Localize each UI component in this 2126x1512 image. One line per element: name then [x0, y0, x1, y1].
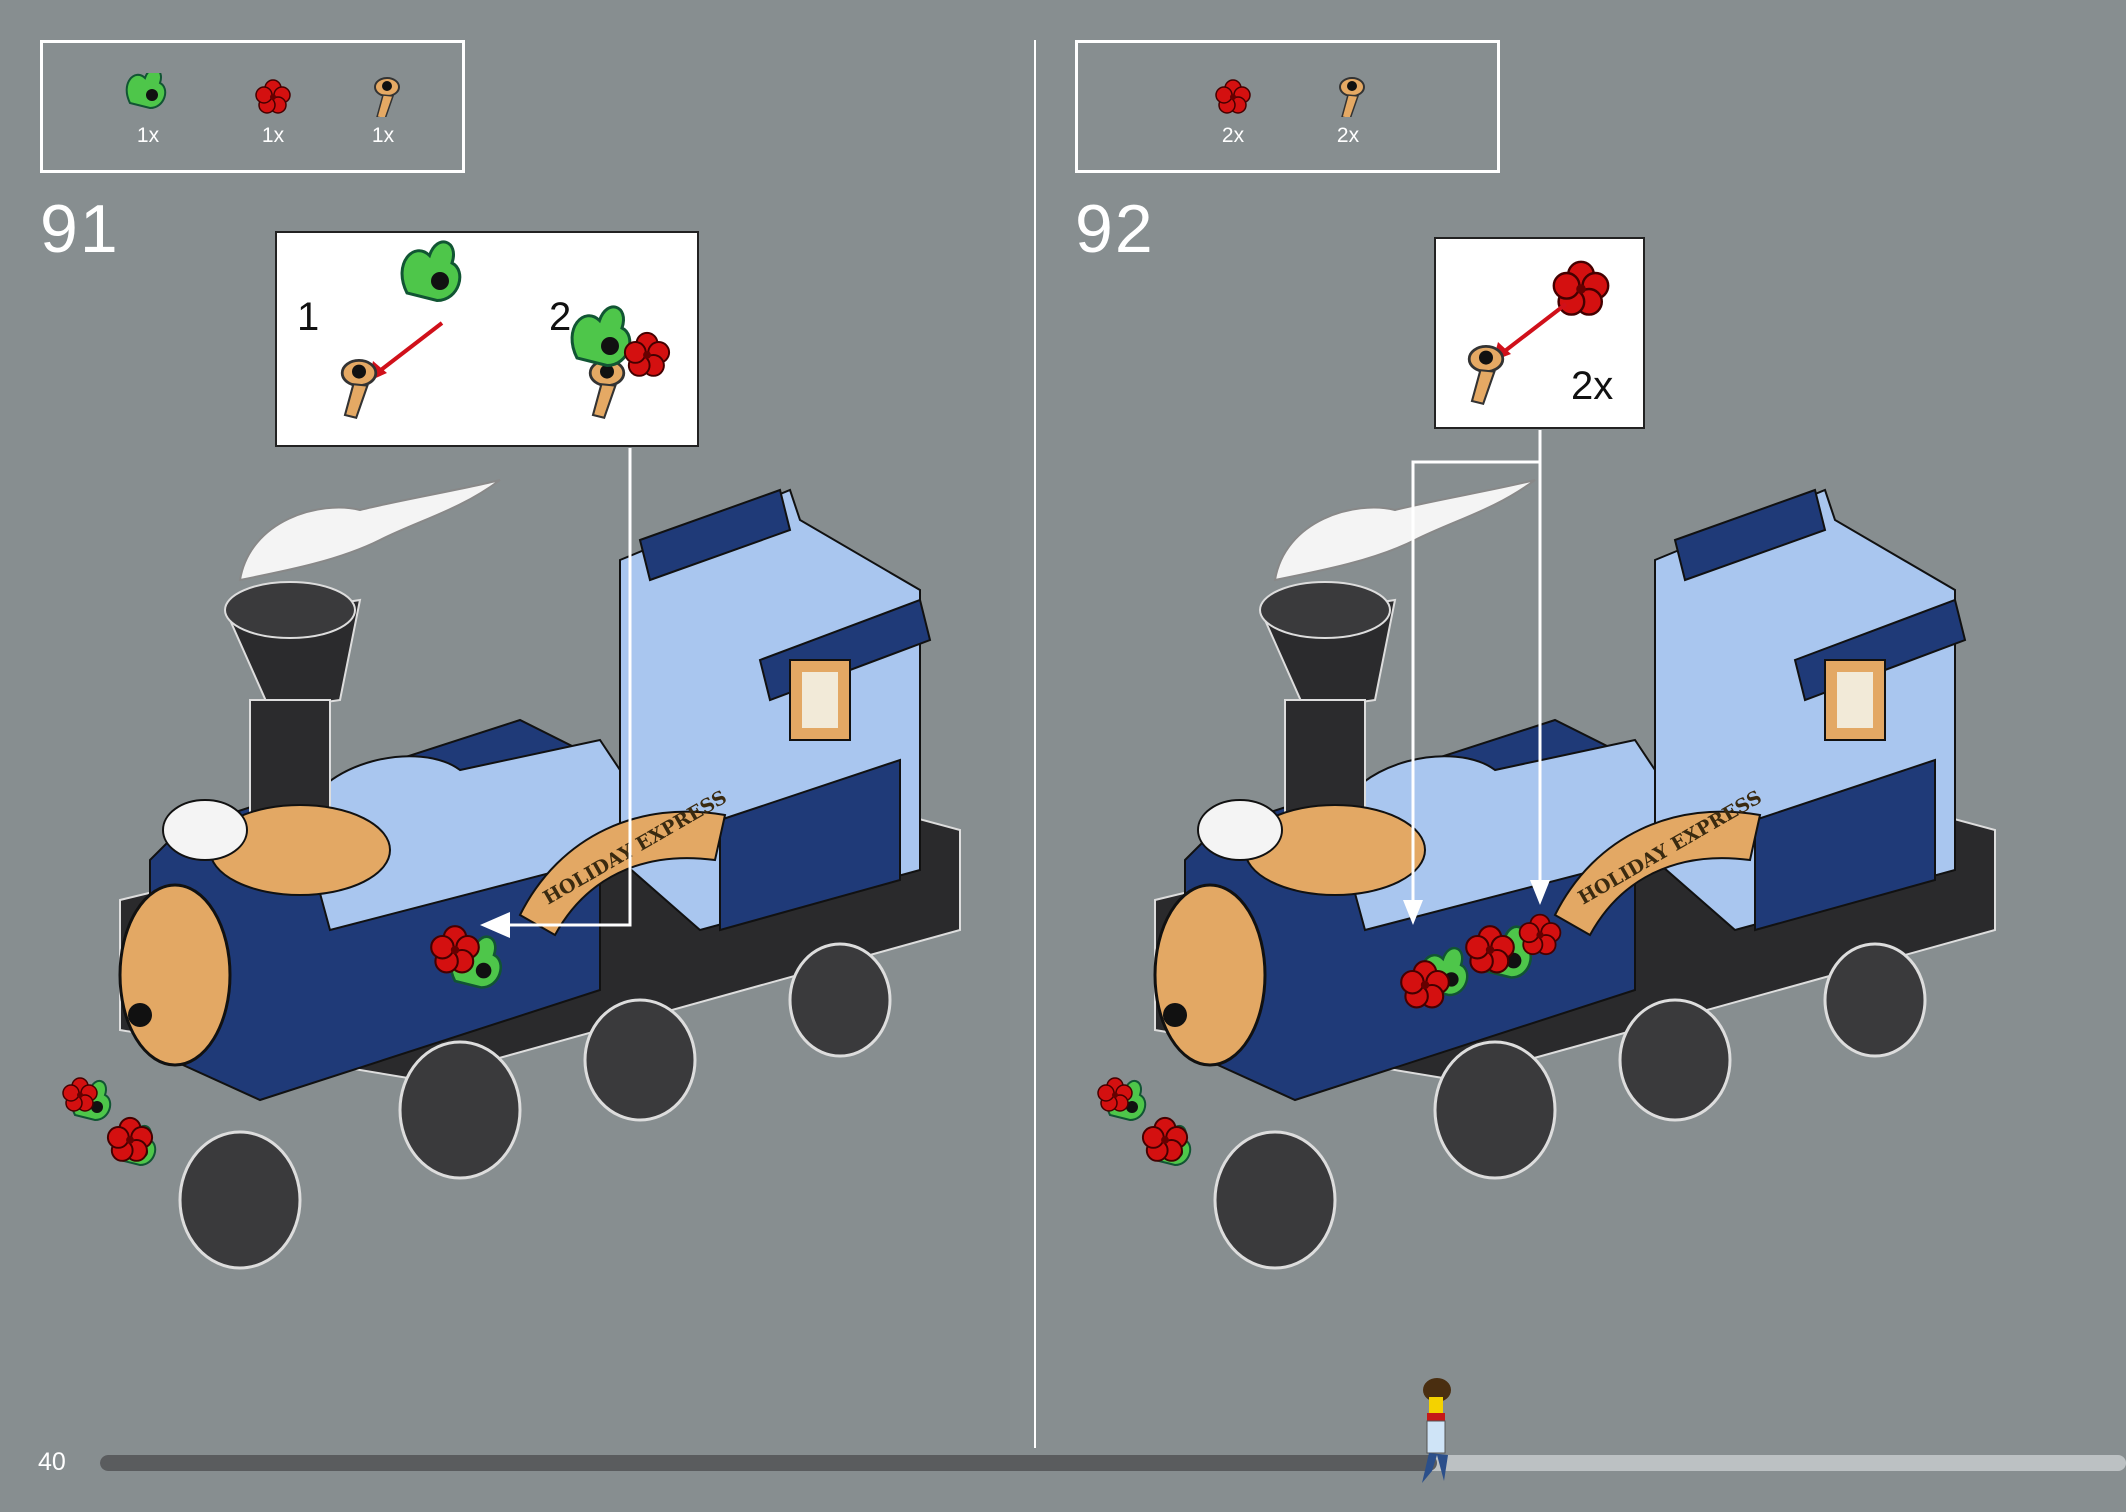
part-item: 1x	[353, 73, 413, 148]
step-number: 92	[1075, 191, 1155, 267]
part-qty: 1x	[261, 124, 285, 147]
parts-list-step-91: 1x 1x 1x	[40, 40, 465, 173]
page-divider	[1034, 40, 1036, 1448]
sub-assembly-callout-step-92: 2x	[1434, 237, 1645, 429]
page-number: 40	[38, 1448, 66, 1476]
callout-pointer-line	[500, 448, 632, 927]
callout-pointer-line	[1411, 430, 1542, 905]
part-qty: 2x	[1221, 124, 1245, 147]
step-number: 91	[40, 191, 120, 267]
train-model-step-92: HOLIDAY EXPRESS	[1035, 430, 2126, 1320]
train-model-step-91: HOLIDAY EXPRESS	[0, 448, 1035, 1320]
part-item: 2x	[1318, 73, 1378, 148]
sub-assembly-callout-step-91: 1 2	[275, 231, 699, 447]
assembly-diagram	[340, 240, 671, 420]
substep-number: 2	[549, 295, 572, 339]
minifigure-progress-marker-icon	[1422, 1378, 1452, 1483]
progress-bar-fill	[100, 1455, 1438, 1471]
tan-clip-piece-icon	[1467, 344, 1505, 406]
callout-multiplier: 2x	[1571, 364, 1614, 408]
red-flower-piece-icon	[623, 331, 671, 377]
substep-number: 1	[297, 295, 320, 339]
part-qty: 1x	[136, 124, 160, 147]
progress-bar	[100, 1455, 2126, 1471]
part-item: 1x	[243, 73, 303, 148]
part-qty: 1x	[371, 124, 395, 147]
part-item: 2x	[1203, 73, 1263, 148]
parts-list-step-92: 2x 2x	[1075, 40, 1500, 173]
part-qty: 2x	[1336, 124, 1360, 147]
green-leaves-piece-icon	[400, 240, 462, 302]
part-item: 1x	[118, 67, 178, 148]
assembly-diagram	[1467, 260, 1610, 406]
tan-clip-piece-icon	[340, 358, 378, 420]
